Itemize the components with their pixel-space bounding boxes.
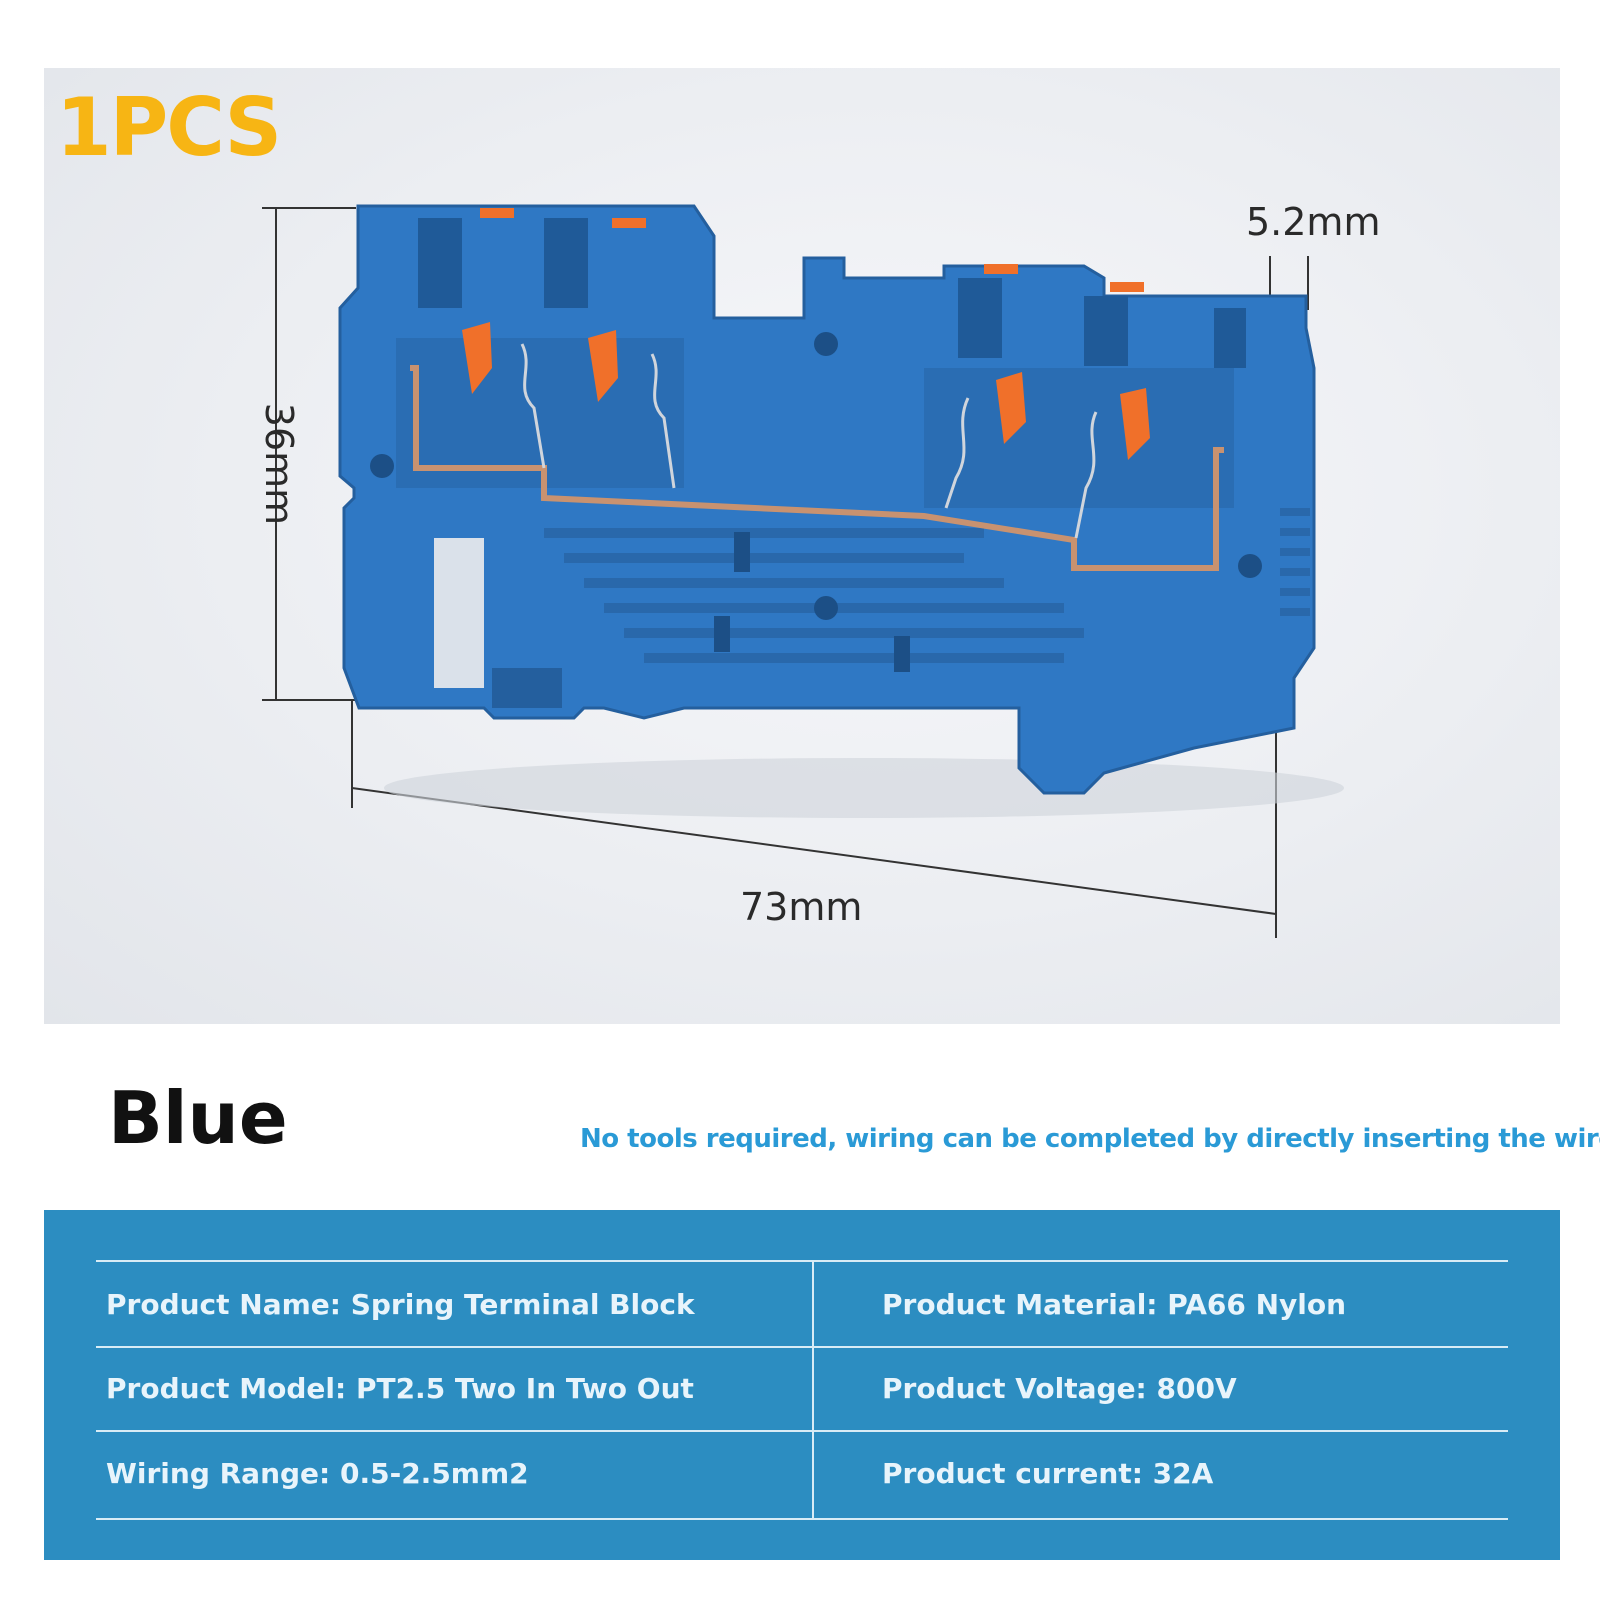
spec-product-voltage: Product Voltage: 800V — [882, 1371, 1237, 1405]
height-dimension-label: 36mm — [257, 402, 302, 526]
color-name-heading: Blue — [108, 1076, 288, 1160]
quantity-badge: 1PCS — [56, 81, 282, 174]
spring-wires — [520, 343, 1098, 539]
spec-panel: Product Name: Spring Terminal Block Prod… — [44, 1210, 1560, 1560]
spec-product-material: Product Material: PA66 Nylon — [882, 1287, 1347, 1321]
pitch-dimension-label: 5.2mm — [1246, 200, 1381, 244]
spring-levers — [462, 208, 1150, 460]
width-dimension-label: 73mm — [740, 885, 863, 929]
terminal-block-body — [338, 204, 1316, 795]
spec-row: Product Name: Spring Terminal Block Prod… — [96, 1262, 1508, 1348]
spec-product-model: Product Model: PT2.5 Two In Two Out — [106, 1371, 694, 1405]
terminal-block-illustration — [262, 204, 1344, 938]
spec-product-name: Product Name: Spring Terminal Block — [106, 1287, 695, 1321]
dimension-lines — [262, 207, 1309, 938]
spec-wiring-range: Wiring Range: 0.5-2.5mm2 — [106, 1456, 529, 1490]
spec-row: Product Model: PT2.5 Two In Two Out Prod… — [96, 1346, 1508, 1432]
product-photo — [44, 68, 1560, 1024]
spec-product-current: Product current: 32A — [882, 1456, 1214, 1490]
feature-tagline: No tools required, wiring can be complet… — [580, 1124, 1600, 1154]
spec-table: Product Name: Spring Terminal Block Prod… — [96, 1260, 1508, 1520]
spec-table-divider — [812, 1262, 814, 1518]
copper-busbar — [410, 365, 1224, 571]
spec-row: Wiring Range: 0.5-2.5mm2 Product current… — [96, 1430, 1508, 1516]
